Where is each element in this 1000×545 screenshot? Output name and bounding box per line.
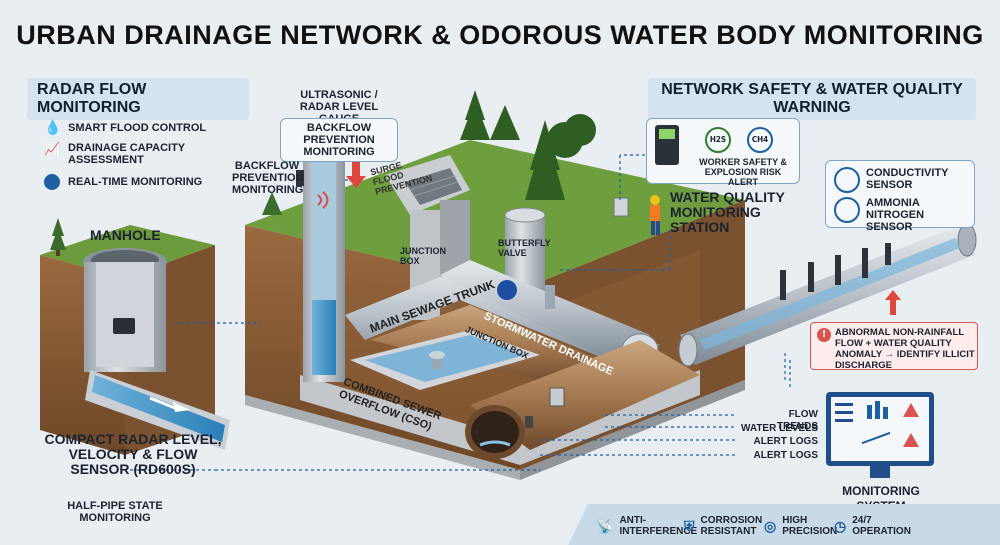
backflow-left-label: BACKFLOW PREVENTION MONITORING [232,160,304,196]
feature-smart-flood: 💧 SMART FLOOD CONTROL [44,120,207,136]
half-pipe-label: HALF-PIPE STATE MONITORING [67,500,163,524]
feature-drainage-capacity: 📈 DRAINAGE CAPACITY ASSESSMENT [44,142,185,166]
clock-icon [44,174,60,190]
feature-precision: ◎ HIGH PRECISION [764,515,838,537]
sensors-box: CONDUCTIVITY SENSOR AMMONIA NITROGEN SEN… [825,160,975,233]
feature-corrosion: ⛨ CORROSION RESISTANT [684,515,763,537]
water-drop-icon: 💧 [44,120,62,136]
target-icon: ◎ [764,517,777,534]
illicit-discharge-alert: ! ABNORMAL NON-RAINFALL FLOW + WATER QUA… [810,322,978,371]
butterfly-valve-label: BUTTERFLY VALVE [498,238,551,258]
features-bar [568,504,1000,545]
alert-logs-1-label: ALERT LOGS [753,436,818,447]
conductivity-label: CONDUCTIVITY SENSOR [866,167,949,191]
ch4-icon: CH4 [747,127,773,153]
flow-trends-label: FLOW TRENDS [776,409,818,432]
antenna-icon: 📡 [596,517,614,534]
alert-label: ABNORMAL NON-RAINFALL FLOW + WATER QUALI… [835,327,975,371]
junction-box-1-label: JUNCTION BOX [400,246,447,266]
network-safety-header: NETWORK SAFETY & WATER QUALITY WARNING [648,78,976,120]
h2s-icon: H2S [705,127,731,153]
wq-station-label: WATER QUALITY MONITORING STATION [670,189,785,235]
main-cutaway [245,90,745,480]
feature-realtime: REAL-TIME MONITORING [44,172,244,192]
chart-icon: 📈 [44,142,61,157]
radar-flow-header: RADAR FLOW MONITORING [27,78,249,120]
worker-safety-label: WORKER SAFETY & EXPLOSION RISK ALERT [699,157,787,187]
manhole-label: MANHOLE [90,227,161,243]
monitor-stand [870,466,890,478]
feature-anti-interference: 📡 ANTI-INTERFERENCE [596,515,698,537]
gas-detector-icon [655,125,679,165]
clock-icon: ◷ [834,517,847,534]
right-pipe-section [678,223,977,367]
alert-icon: ! [817,328,831,342]
manhole-block [40,218,230,455]
ammonia-icon [834,197,860,223]
ammonia-label: AMMONIA NITROGEN SENSOR [866,197,925,233]
water-levels-label: WATER LEVELS [740,423,818,434]
backflow-box-label: BACKFLOW PREVENTION MONITORING [280,118,398,162]
monitoring-screen [826,392,934,466]
shield-icon: ⛨ [684,517,695,534]
radar-feature-list: 💧 SMART FLOOD CONTROL 📈 DRAINAGE CAPACIT… [44,118,244,192]
worker-figure [650,195,660,235]
feature-24-7: ◷ 24/7 OPERATION [834,515,911,537]
alert-logs-2-label: ALERT LOGS [753,450,818,461]
worker-safety-box: H2S CH4 WORKER SAFETY & EXPLOSION RISK A… [646,118,800,187]
conductivity-icon [834,167,860,193]
page-title: URBAN DRAINAGE NETWORK & ODOROUS WATER B… [16,20,984,50]
sensor-name-label: COMPACT RADAR LEVEL, VELOCITY & FLOW SEN… [44,431,222,477]
